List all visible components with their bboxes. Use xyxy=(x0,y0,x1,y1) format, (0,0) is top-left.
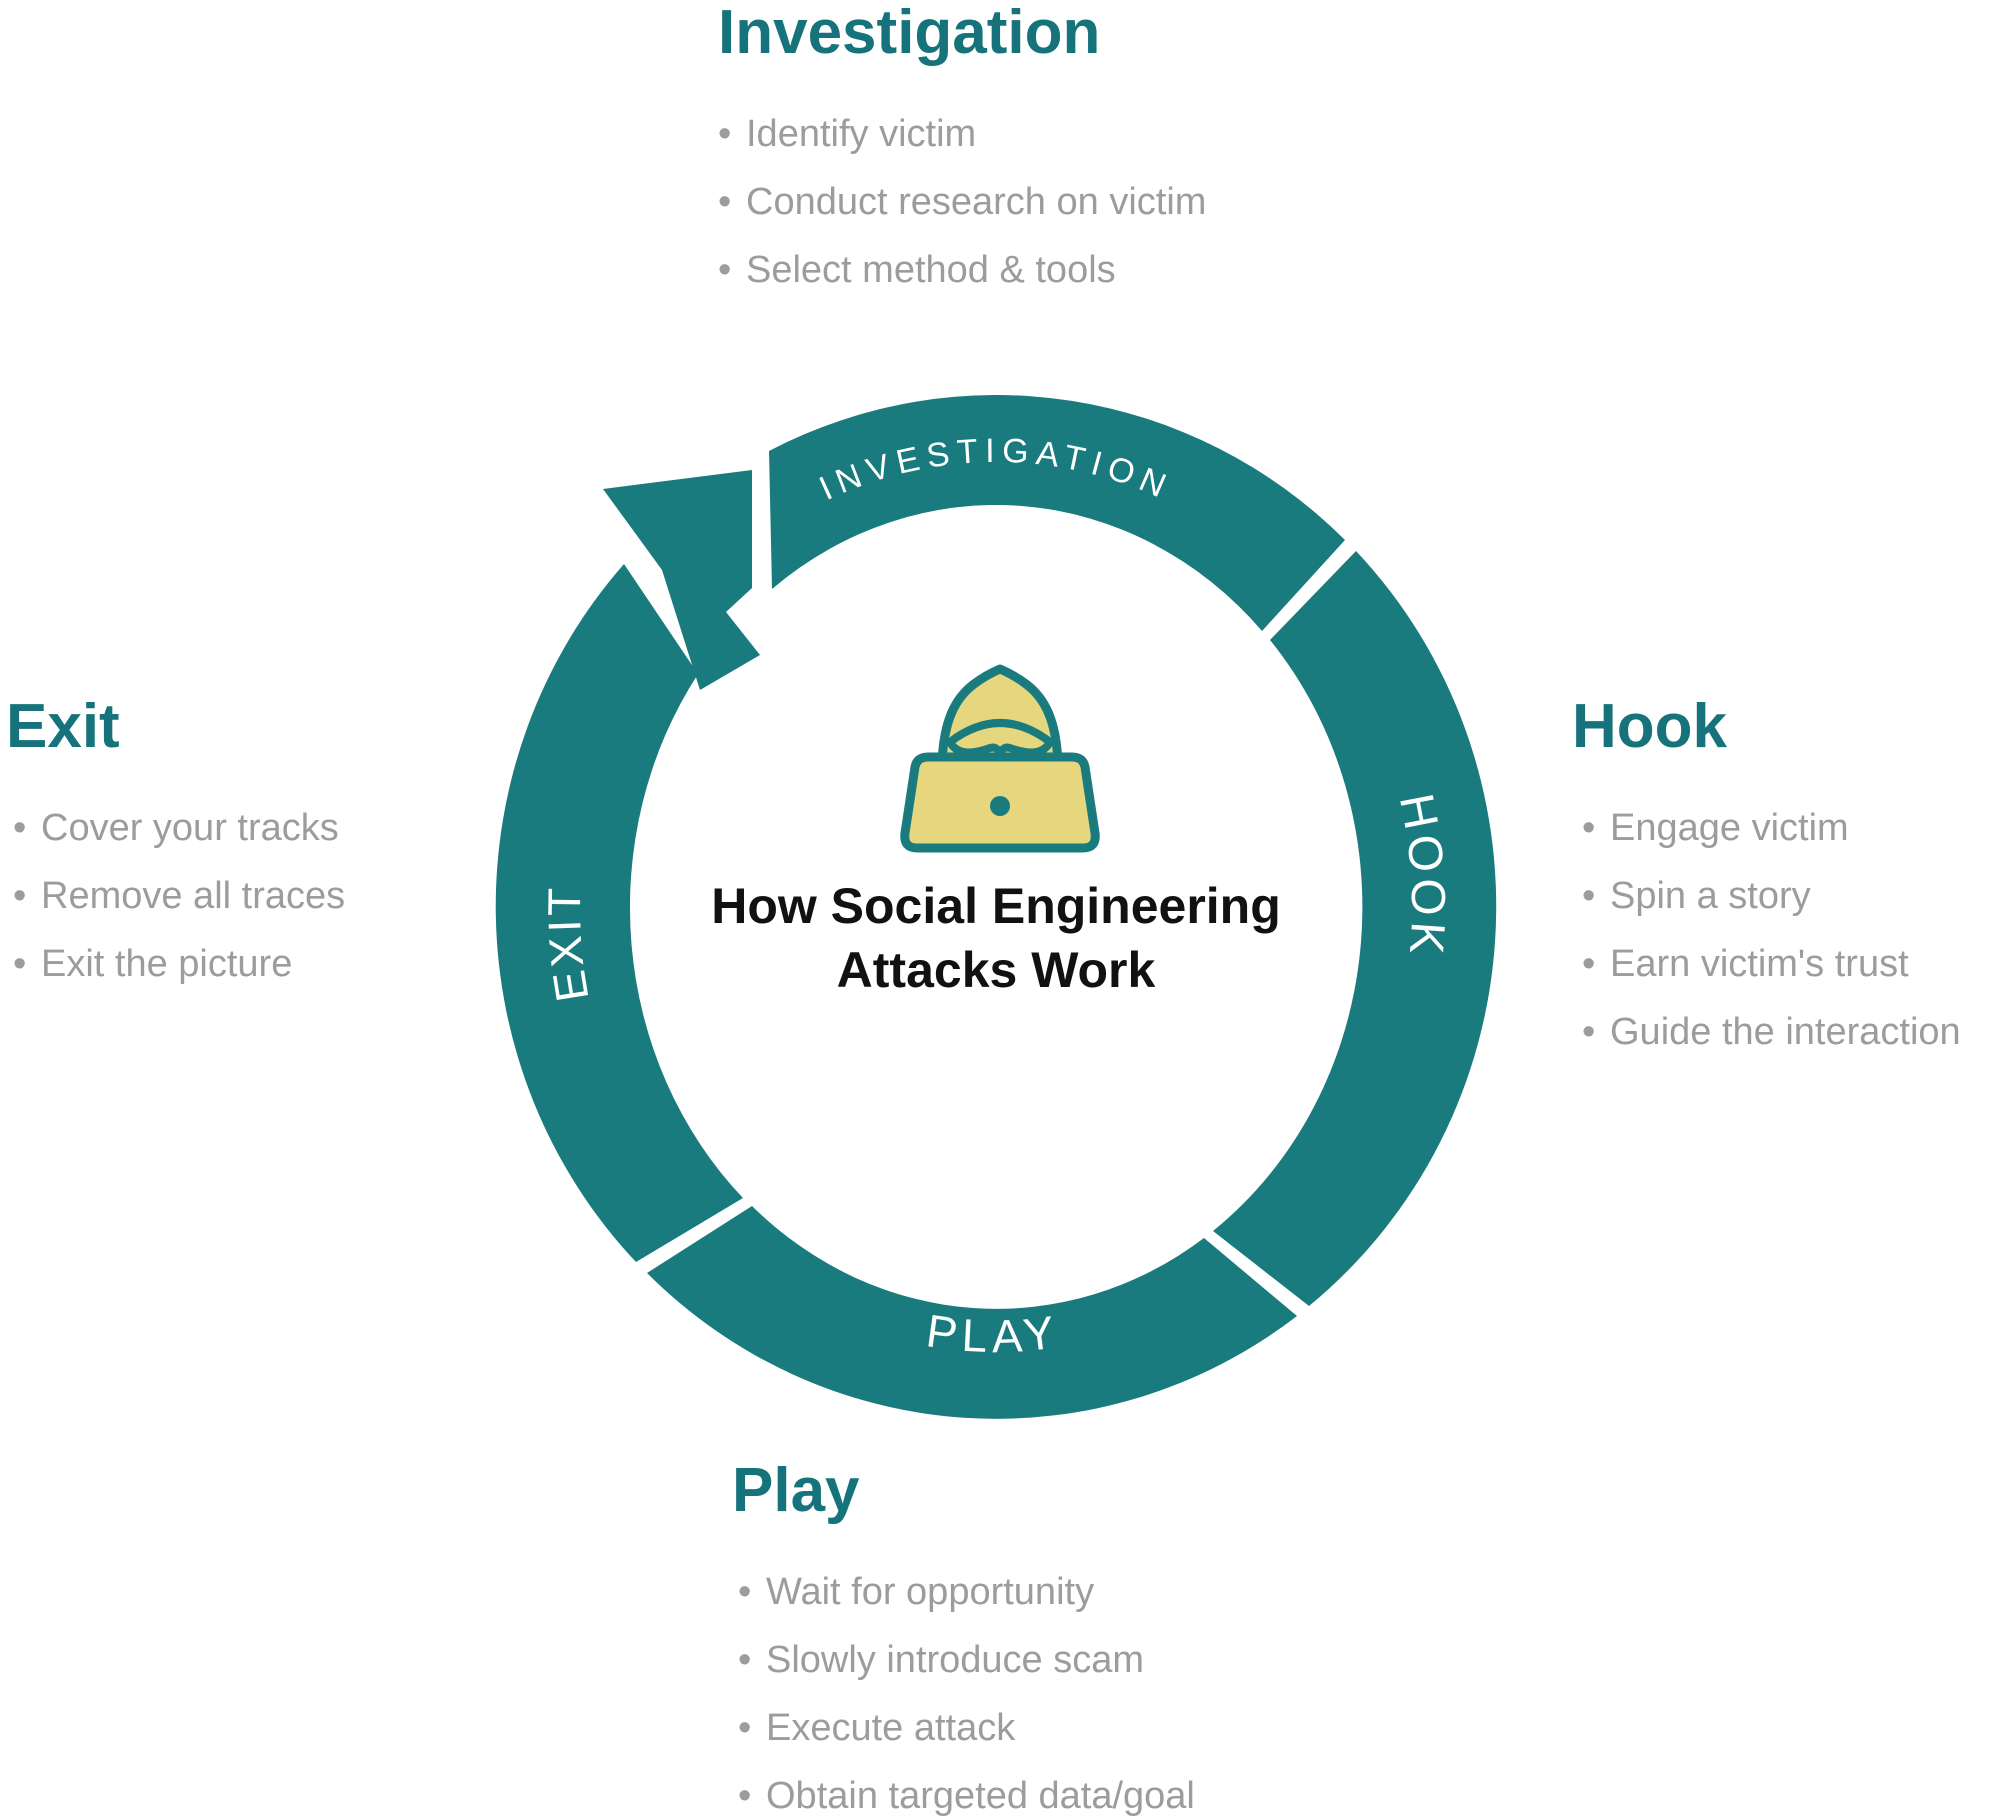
bullet-item: Earn victim's trust xyxy=(1582,930,1961,998)
bullet-item: Spin a story xyxy=(1582,862,1961,930)
bullet-item: Identify victim xyxy=(718,100,1206,168)
hooded-hacker-laptop-icon xyxy=(900,664,1100,853)
ring-segment-exit xyxy=(495,564,743,1262)
section-hook: Hook Engage victim Spin a story Earn vic… xyxy=(1572,692,1961,1067)
bullet-item: Cover your tracks xyxy=(13,794,345,862)
section-exit: Exit Cover your tracks Remove all traces… xyxy=(6,692,345,999)
ring-segment-play xyxy=(647,1206,1297,1419)
section-heading-investigation: Investigation xyxy=(718,0,1101,67)
bullet-item: Remove all traces xyxy=(13,862,345,930)
bullet-item: Conduct research on victim xyxy=(718,168,1206,236)
diagram-title-line1: How Social Engineering xyxy=(711,878,1281,934)
bullet-list-exit: Cover your tracks Remove all traces Exit… xyxy=(13,794,345,998)
ring-segment-investigation xyxy=(769,395,1345,631)
section-play: Play Wait for opportunity Slowly introdu… xyxy=(732,1460,1195,1820)
bullet-item: Select method & tools xyxy=(718,236,1206,304)
cycle-arrow-icon xyxy=(603,470,760,690)
bullet-item: Wait for opportunity xyxy=(738,1558,1195,1626)
bullet-list-investigation: Identify victim Conduct research on vict… xyxy=(718,100,1206,304)
ring-segment-hook xyxy=(1213,551,1497,1306)
bullet-item: Execute attack xyxy=(738,1694,1195,1762)
bullet-item: Engage victim xyxy=(1582,794,1961,862)
section-investigation: Investigation Identify victim Conduct re… xyxy=(718,0,1206,305)
section-heading-play: Play xyxy=(732,1456,860,1525)
diagram-title-line2: Attacks Work xyxy=(836,942,1156,998)
bullet-item: Guide the interaction xyxy=(1582,998,1961,1066)
bullet-list-hook: Engage victim Spin a story Earn victim's… xyxy=(1582,794,1961,1066)
section-heading-hook: Hook xyxy=(1572,692,1727,761)
diagram-title: How Social Engineering Attacks Work xyxy=(646,874,1346,1002)
laptop-logo-dot xyxy=(990,796,1010,816)
bullet-item: Slowly introduce scam xyxy=(738,1626,1195,1694)
ring-label-exit: EXIT xyxy=(538,885,599,1006)
bullet-item: Obtain targeted data/goal xyxy=(738,1762,1195,1820)
bullet-item: Exit the picture xyxy=(13,930,345,998)
bullet-list-play: Wait for opportunity Slowly introduce sc… xyxy=(738,1558,1195,1820)
hacker-hood xyxy=(937,664,1063,773)
section-heading-exit: Exit xyxy=(6,692,120,761)
ring-label-play: PLAY xyxy=(923,1304,1063,1362)
